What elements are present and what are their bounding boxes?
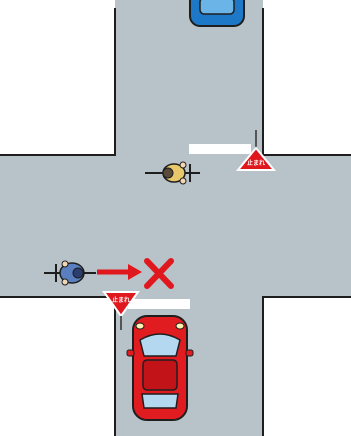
stop-line-lower-left [128,299,190,309]
stop-sign-label: 止まれ [247,159,265,167]
stop-sign-label: 止まれ [112,296,130,304]
car-bottom [127,316,193,420]
stop-line-upper-right [189,144,251,154]
car-top [190,0,244,26]
